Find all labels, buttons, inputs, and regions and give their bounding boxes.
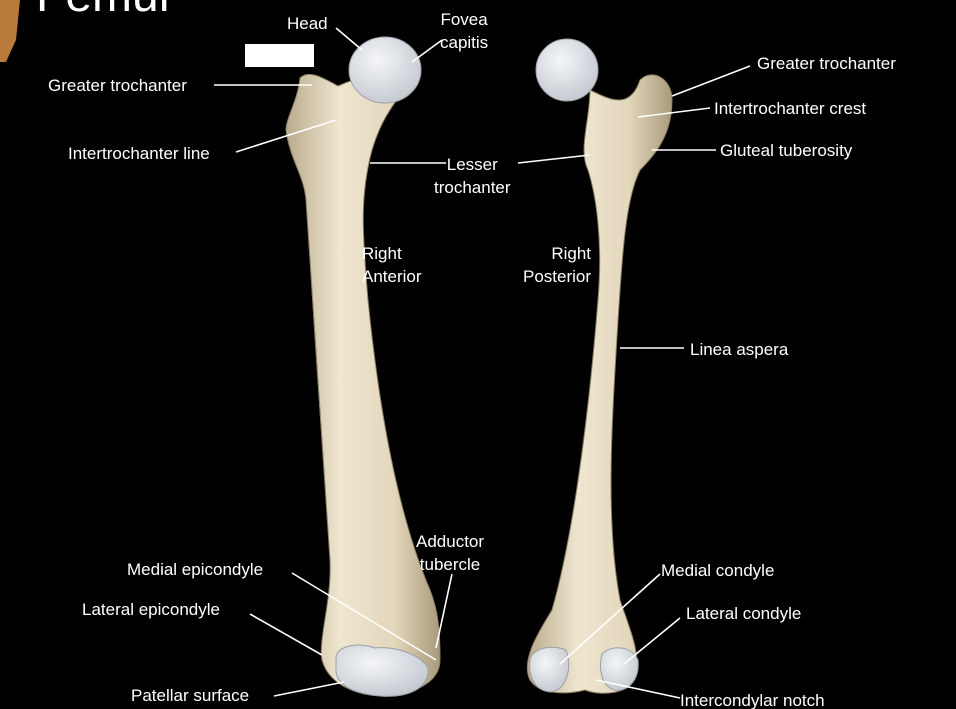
label-greater-trochanter-left: Greater trochanter (48, 76, 187, 95)
leader-lateral-condyle (623, 617, 681, 665)
label-fovea-capitis: Fovea capitis (440, 10, 489, 52)
leader-fovea (411, 39, 443, 63)
label-head: Head (287, 14, 328, 33)
label-right-posterior: Right Posterior (523, 244, 592, 286)
anterior-femur (285, 36, 441, 697)
page-title: Femur (36, 0, 175, 22)
redaction-box (245, 44, 314, 67)
leader-greater-trochanter-right (671, 65, 751, 97)
leader-head (335, 27, 363, 51)
posterior-lateral-condyle-cartilage (600, 647, 639, 691)
leader-intertrochanter-crest (637, 107, 711, 118)
label-linea-aspera: Linea aspera (690, 340, 789, 359)
leader-lines (214, 27, 751, 699)
label-gluteal-tuberosity: Gluteal tuberosity (720, 141, 853, 160)
anterior-femoral-head (348, 36, 422, 104)
label-adductor-tubercle: Adductor tubercle (416, 532, 485, 574)
posterior-medial-condyle-cartilage (529, 646, 570, 693)
leader-lateral-epicondyle (249, 613, 323, 656)
posterior-femur-bone (526, 74, 673, 694)
label-lateral-condyle: Lateral condyle (686, 604, 802, 623)
label-right-anterior: Right Anterior (362, 244, 422, 286)
leader-medial-epicondyle (291, 572, 437, 661)
label-lateral-epicondyle: Lateral epicondyle (82, 600, 220, 619)
label-lesser-trochanter: Lesser trochanter (434, 155, 511, 197)
label-medial-condyle: Medial condyle (661, 561, 775, 580)
posterior-femur (526, 38, 673, 694)
posterior-femoral-head (535, 38, 599, 102)
leader-lesser-trochanter-posterior (517, 154, 591, 164)
leader-medial-condyle (559, 573, 661, 665)
leader-patellar-surface (273, 681, 345, 697)
leader-intertrochanter-line (235, 119, 337, 153)
label-intertrochanter-crest: Intertrochanter crest (714, 99, 867, 118)
anterior-patellar-cartilage (335, 644, 429, 697)
label-patellar-surface: Patellar surface (131, 686, 250, 705)
leader-adductor-tubercle (435, 573, 453, 649)
bone-fragment-decoration (0, 0, 20, 62)
label-medial-epicondyle: Medial epicondyle (127, 560, 264, 579)
leader-intercondylar-notch (595, 679, 681, 699)
label-intertrochanter-line: Intertrochanter line (68, 144, 210, 163)
label-intercondylar-notch: Intercondylar notch (680, 691, 825, 709)
label-greater-trochanter-right: Greater trochanter (757, 54, 896, 73)
anterior-femur-bone (285, 73, 441, 697)
